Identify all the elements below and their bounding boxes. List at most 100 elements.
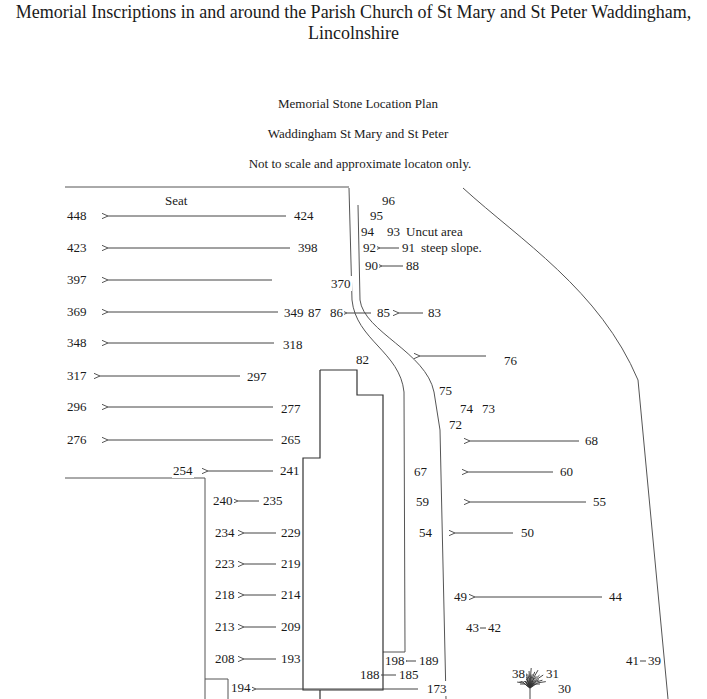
direction-arrow (380, 248, 399, 249)
plot-number: 448 (66, 208, 88, 223)
direction-arrow (382, 266, 403, 267)
boundary-line (65, 478, 205, 699)
plot-number: 349 (283, 305, 305, 320)
direction-arrow (108, 280, 272, 281)
direction-arrow (640, 661, 646, 662)
plot-number: 43 (465, 620, 480, 635)
plot-number: 297 (246, 369, 268, 384)
plan-note: Not to scale and approximate locaton onl… (248, 156, 473, 171)
direction-arrow (108, 407, 273, 408)
direction-arrow (455, 533, 513, 534)
plot-number: 38 (511, 666, 526, 681)
path-edge (358, 205, 446, 699)
plot-number: 240 (212, 493, 234, 508)
direction-arrow (238, 501, 259, 502)
plot-number: 87 (307, 305, 322, 320)
plot-number: 198 (384, 653, 406, 668)
plot-number: 59 (415, 494, 430, 509)
plot-number: 277 (280, 401, 302, 416)
plot-number: 218 (214, 587, 236, 602)
plot-number: 83 (427, 305, 442, 320)
plot-number: 39 (647, 653, 662, 668)
direction-arrow (347, 313, 371, 314)
direction-arrow (244, 564, 276, 565)
direction-arrow (380, 675, 396, 676)
plot-number: 76 (503, 353, 518, 368)
plot-number: 54 (418, 525, 433, 540)
plot-number: 96 (381, 193, 396, 208)
plot-number: 68 (584, 433, 599, 448)
plot-number: 369 (66, 304, 88, 319)
plot-number: 42 (487, 620, 502, 635)
boundary-line (205, 679, 228, 699)
direction-arrow (108, 216, 286, 217)
plot-number: 41 (625, 653, 640, 668)
plot-number: 213 (214, 619, 236, 634)
direction-arrow (208, 471, 273, 472)
plot-number: 209 (280, 619, 302, 634)
plot-number: 67 (413, 464, 428, 479)
plot-number: 60 (559, 464, 574, 479)
plan-heading: Waddingham St Mary and St Peter (267, 126, 450, 141)
plan-heading: Memorial Stone Location Plan (277, 96, 439, 111)
plot-number: 208 (214, 651, 236, 666)
plot-number: 44 (608, 589, 623, 604)
plot-number: 189 (418, 653, 440, 668)
direction-arrow (470, 502, 586, 503)
plot-number: 90 (364, 258, 379, 273)
plot-number: 95 (369, 208, 384, 223)
boundary-line (65, 187, 349, 188)
church-outline (303, 370, 383, 699)
direction-arrow (244, 595, 276, 596)
direction-arrow (407, 661, 416, 662)
path-edge (349, 188, 405, 652)
plot-number: 74 (459, 401, 474, 416)
plot-number: 265 (280, 432, 302, 447)
plot-number: 30 (557, 681, 572, 696)
plot-number: 235 (262, 493, 284, 508)
direction-arrow (244, 627, 276, 628)
plot-number: 88 (405, 258, 420, 273)
page-title: Memorial Inscriptions in and around the … (0, 2, 707, 44)
plot-number: 188 (359, 667, 381, 682)
direction-arrow (470, 441, 579, 442)
direction-arrow (100, 376, 240, 377)
direction-arrow (244, 533, 276, 534)
area-note: Uncut area (405, 224, 464, 239)
plot-number: 219 (280, 556, 302, 571)
plot-number: 254 (172, 463, 194, 478)
direction-arrow (108, 248, 290, 249)
plot-number: 370 (330, 276, 352, 291)
plot-number: 85 (376, 305, 391, 320)
plot-number: 296 (66, 399, 88, 414)
direction-arrow (108, 440, 273, 441)
seat-label: Seat (164, 193, 188, 208)
plot-number: 424 (293, 208, 315, 223)
plot-number: 94 (360, 224, 375, 239)
plot-number: 93 (386, 224, 401, 239)
plot-number: 193 (280, 651, 302, 666)
plot-number: 423 (66, 240, 88, 255)
plot-number: 49 (453, 589, 468, 604)
plot-number: 194 (230, 680, 252, 695)
direction-arrow (108, 312, 278, 313)
plot-number: 73 (481, 401, 496, 416)
plot-number: 86 (329, 305, 344, 320)
plot-number: 214 (280, 587, 302, 602)
plot-number: 397 (66, 272, 88, 287)
direction-arrow (475, 597, 602, 598)
boundary-line (463, 188, 668, 699)
direction-arrow (479, 628, 486, 629)
plot-number: 72 (448, 417, 463, 432)
direction-arrow (420, 356, 486, 357)
plot-number: 185 (398, 667, 420, 682)
plot-number: 398 (297, 240, 319, 255)
direction-arrow (244, 659, 276, 660)
plot-number: 50 (520, 525, 535, 540)
area-note: steep slope. (420, 240, 483, 255)
plot-number: 173 (426, 681, 448, 696)
plot-number: 318 (282, 337, 304, 352)
plot-number: 234 (214, 525, 236, 540)
direction-arrow (108, 343, 274, 344)
plot-number: 31 (545, 666, 560, 681)
